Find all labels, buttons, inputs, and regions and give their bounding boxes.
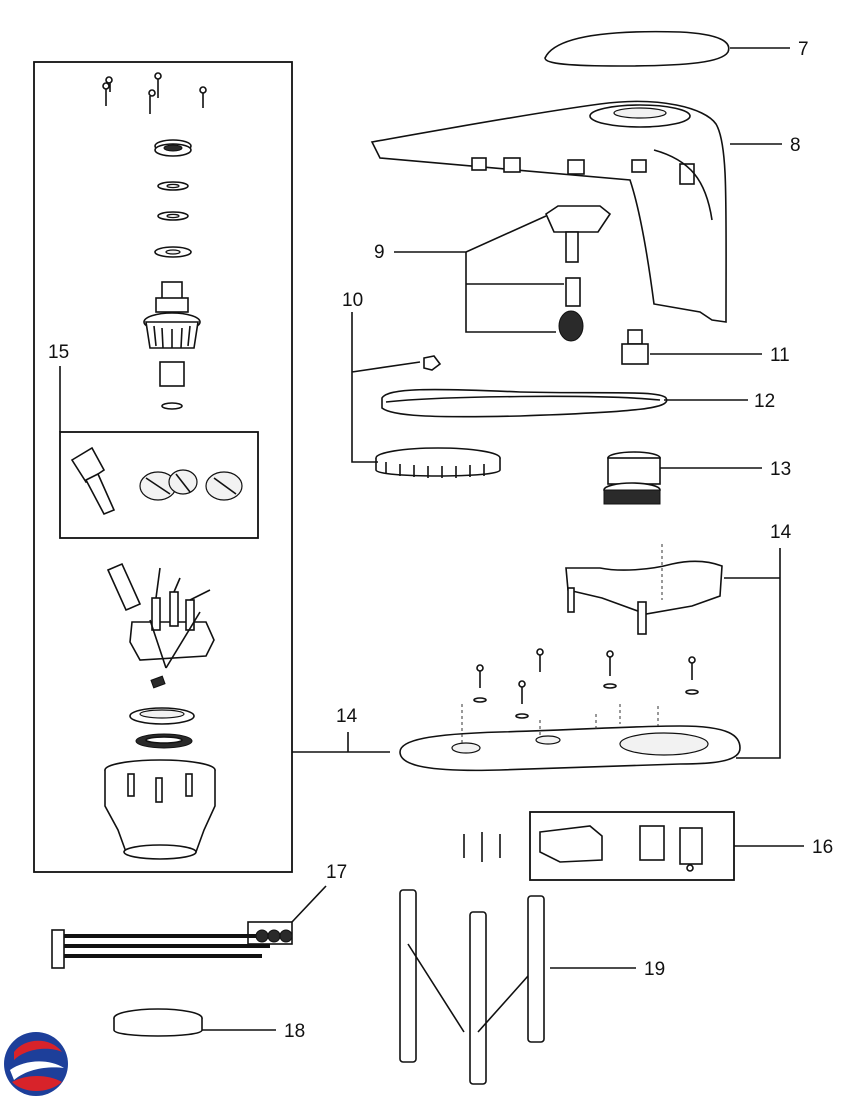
label-14-left: 14 (336, 706, 358, 727)
part-8-arm-housing (370, 100, 727, 323)
subassembly-frame (33, 61, 293, 873)
part-19-legs (399, 889, 545, 1085)
label-19: 19 (644, 959, 665, 980)
part-7-lid (544, 30, 730, 67)
leader-lines (59, 47, 804, 1033)
part-14-upper-housing (565, 544, 723, 635)
label-14-top: 14 (770, 522, 792, 543)
part-16-switches (539, 825, 703, 872)
part-15-box (59, 431, 259, 539)
gear-set-15 (70, 446, 243, 516)
label-12: 12 (754, 391, 775, 412)
brand-logo-icon (4, 1032, 68, 1096)
label-18: 18 (284, 1021, 305, 1042)
part-11-coupler (621, 329, 649, 365)
callout-labels: 7 8 9 10 11 12 13 14 14 15 16 17 18 19 (48, 39, 833, 1042)
main-bevel-gear (143, 281, 201, 410)
motor-terminal-block (106, 562, 215, 689)
part-10-gear (375, 355, 501, 478)
part-14-base-plate (399, 648, 741, 772)
motor-housing (104, 759, 216, 860)
part-17-wiring-harness (51, 921, 293, 969)
label-16: 16 (812, 837, 833, 858)
seal-rings (129, 707, 195, 749)
label-8: 8 (790, 135, 801, 156)
label-9: 9 (374, 242, 385, 263)
label-15: 15 (48, 342, 69, 363)
bearing-and-washers (154, 139, 192, 258)
part-18-ring (113, 1008, 203, 1037)
label-11: 11 (770, 345, 790, 366)
label-13: 13 (770, 459, 791, 480)
part-16-screws (463, 832, 501, 862)
label-17: 17 (326, 862, 347, 883)
label-7: 7 (798, 39, 809, 60)
part-9-spindle (544, 205, 612, 342)
screw-set-top (102, 72, 207, 114)
label-10: 10 (342, 290, 363, 311)
part-13-pulley (603, 451, 661, 505)
part-12-belt (381, 388, 668, 418)
